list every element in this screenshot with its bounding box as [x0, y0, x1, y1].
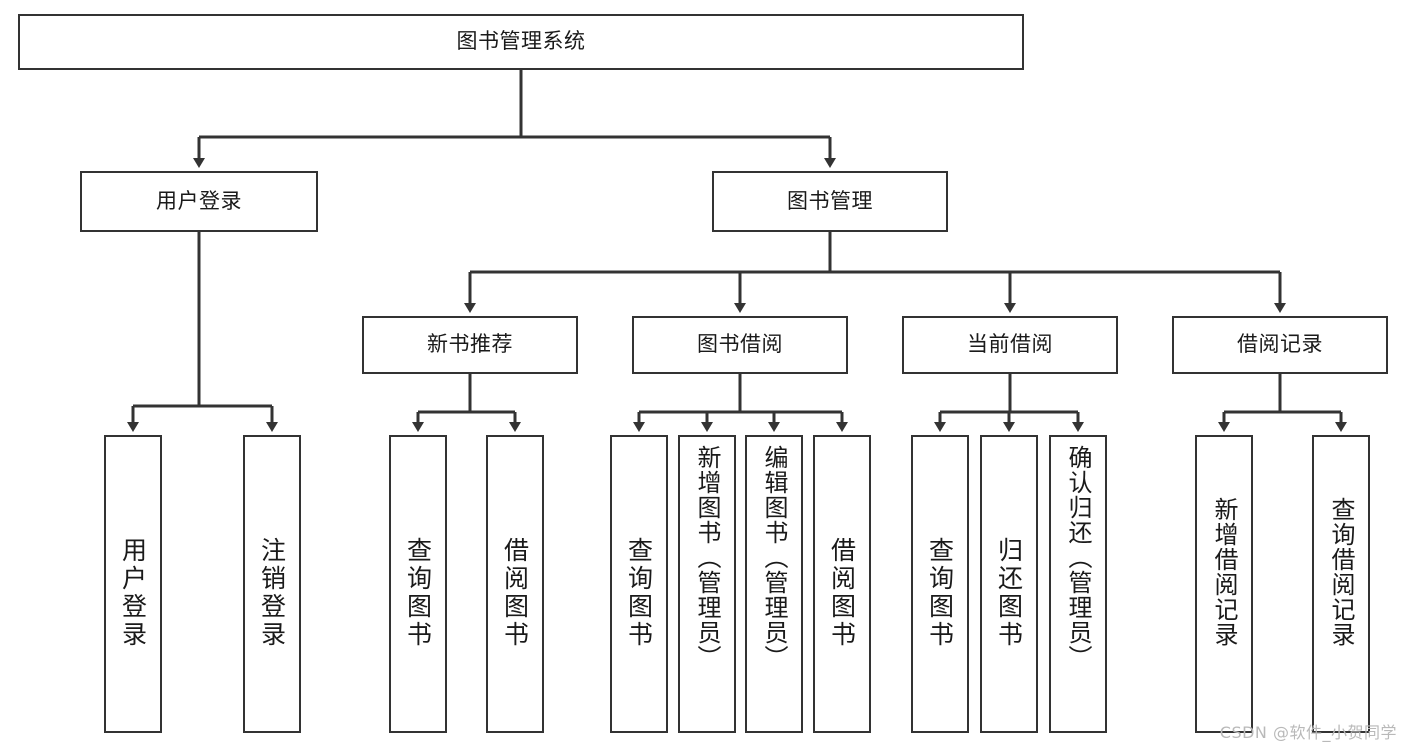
node-label: 注销登录 [257, 537, 287, 649]
node-borrow-record[interactable]: 借阅记录 [1172, 316, 1388, 374]
node-leaf-query-book-3[interactable]: 查询图书 [911, 435, 969, 733]
node-label: 图书管理系统 [456, 29, 586, 54]
node-leaf-logout[interactable]: 注销登录 [243, 435, 301, 733]
node-label: 借阅记录 [1237, 332, 1323, 357]
node-leaf-borrow-book-2[interactable]: 借阅图书 [813, 435, 871, 733]
node-label: 用户登录 [118, 537, 148, 649]
node-leaf-user-login[interactable]: 用户登录 [104, 435, 162, 733]
node-label: 查询图书 [925, 537, 955, 649]
node-label: 确认归还（管理员） [1064, 445, 1092, 670]
node-leaf-query-record[interactable]: 查询借阅记录 [1312, 435, 1370, 733]
node-label: 归还图书 [994, 537, 1024, 649]
node-label: 新增图书（管理员） [693, 445, 721, 670]
node-leaf-return-book[interactable]: 归还图书 [980, 435, 1038, 733]
node-label: 查询图书 [624, 537, 654, 649]
node-label: 借阅图书 [500, 537, 530, 649]
node-leaf-query-book-1[interactable]: 查询图书 [389, 435, 447, 733]
node-user-login[interactable]: 用户登录 [80, 171, 318, 232]
node-leaf-edit-book[interactable]: 编辑图书（管理员） [745, 435, 803, 733]
node-label: 查询图书 [403, 537, 433, 649]
node-label: 当前借阅 [967, 332, 1053, 357]
node-book-borrow[interactable]: 图书借阅 [632, 316, 848, 374]
node-label: 查询借阅记录 [1327, 497, 1355, 647]
node-leaf-confirm-return[interactable]: 确认归还（管理员） [1049, 435, 1107, 733]
node-root[interactable]: 图书管理系统 [18, 14, 1024, 70]
node-current-borrow[interactable]: 当前借阅 [902, 316, 1118, 374]
node-leaf-query-book-2[interactable]: 查询图书 [610, 435, 668, 733]
node-label: 图书管理 [787, 188, 873, 213]
node-leaf-add-book[interactable]: 新增图书（管理员） [678, 435, 736, 733]
node-label: 图书借阅 [697, 332, 783, 357]
node-label: 新书推荐 [427, 332, 513, 357]
node-label: 编辑图书（管理员） [760, 445, 788, 670]
node-label: 借阅图书 [827, 537, 857, 649]
node-book-manage[interactable]: 图书管理 [712, 171, 948, 232]
watermark-text: CSDN @软件_小贺同学 [1219, 723, 1397, 742]
node-label: 用户登录 [156, 188, 242, 213]
node-new-book-rec[interactable]: 新书推荐 [362, 316, 578, 374]
node-leaf-add-record[interactable]: 新增借阅记录 [1195, 435, 1253, 733]
node-label: 新增借阅记录 [1210, 497, 1238, 647]
node-leaf-borrow-book-1[interactable]: 借阅图书 [486, 435, 544, 733]
